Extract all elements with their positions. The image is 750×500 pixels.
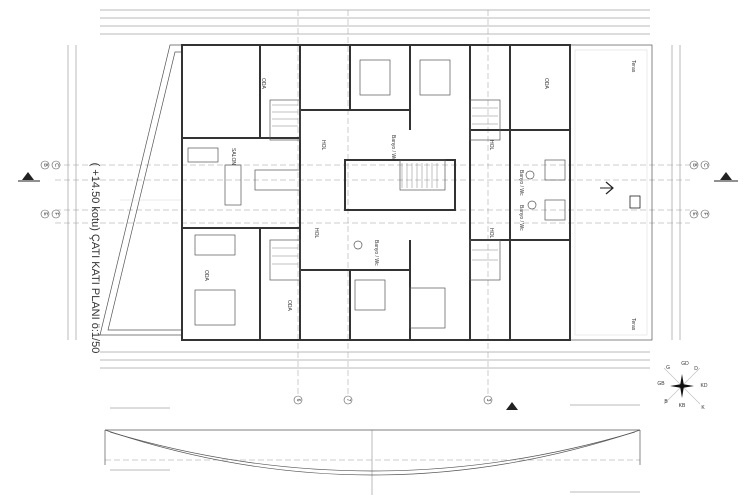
drawing-title: ( +14.50 kotu) ÇATI KATI PLANI ö:1/50 bbox=[89, 163, 101, 354]
svg-text:3: 3 bbox=[485, 399, 491, 402]
axis-bubbles-right: B C E F bbox=[689, 160, 738, 219]
room-label-hol: HOL bbox=[488, 140, 494, 151]
svg-text:Teras: Teras bbox=[630, 60, 636, 73]
svg-text:B: B bbox=[664, 399, 668, 405]
svg-text:F: F bbox=[702, 212, 708, 215]
room-label-oda: ODA bbox=[260, 78, 266, 90]
compass-rose-icon: K KD D GD G GB B KB bbox=[657, 361, 707, 411]
svg-text:Teras: Teras bbox=[630, 318, 636, 331]
stairs bbox=[272, 104, 498, 265]
entrance-arrow-icon bbox=[600, 181, 614, 195]
top-dimension-lines bbox=[100, 9, 650, 35]
svg-text:K: K bbox=[701, 405, 705, 411]
furniture bbox=[187, 59, 566, 329]
roof-section-arc bbox=[104, 404, 641, 495]
axis-bubbles-left: B C E F bbox=[18, 160, 61, 219]
svg-text:KD: KD bbox=[701, 383, 708, 389]
right-terrace: Teras Teras bbox=[569, 44, 653, 341]
left-terrace bbox=[99, 44, 183, 336]
room-label-hol: HOL bbox=[313, 228, 319, 239]
section-marker-icon bbox=[506, 402, 518, 410]
svg-text:E: E bbox=[691, 212, 697, 216]
outer-walls bbox=[181, 44, 571, 341]
axis-bubbles-bottom: 6 7 3 bbox=[293, 395, 518, 410]
room-label-oda: ODA bbox=[543, 78, 549, 90]
side-dimension-lines bbox=[67, 45, 681, 340]
svg-text:7: 7 bbox=[345, 399, 351, 402]
room-label-hol: HOL bbox=[488, 228, 494, 239]
svg-text:G: G bbox=[666, 365, 670, 371]
room-label-banyo: Banyo / Wc bbox=[390, 135, 396, 161]
room-label-oda: ODA bbox=[286, 300, 292, 312]
bottom-dimension-lines bbox=[100, 351, 650, 369]
room-label-oda: ODA bbox=[203, 270, 209, 282]
svg-text:E: E bbox=[42, 212, 48, 216]
room-label-banyo: Banyo / Wc bbox=[518, 205, 524, 231]
svg-text:GD: GD bbox=[681, 361, 689, 367]
svg-text:B: B bbox=[42, 163, 48, 167]
room-label-hol: HOL bbox=[320, 140, 326, 151]
section-marker-icon bbox=[22, 172, 34, 180]
svg-text:C: C bbox=[53, 163, 59, 167]
svg-text:B: B bbox=[691, 163, 697, 167]
svg-text:D: D bbox=[694, 366, 698, 372]
svg-text:C: C bbox=[702, 163, 708, 167]
section-marker-icon bbox=[720, 172, 732, 180]
room-labels: SALON ODA ODA ODA ODA Banyo / Wc Banyo /… bbox=[203, 78, 549, 312]
room-label-banyo: Banyo / Wc bbox=[373, 240, 379, 266]
axis-lines bbox=[55, 10, 690, 395]
svg-text:KB: KB bbox=[679, 403, 686, 409]
interior-walls bbox=[182, 45, 570, 340]
svg-text:F: F bbox=[53, 212, 59, 215]
room-label-banyo: Banyo / Wc bbox=[518, 170, 524, 196]
svg-text:6: 6 bbox=[295, 399, 301, 402]
svg-text:GB: GB bbox=[657, 381, 665, 387]
room-label-salon: SALON bbox=[230, 148, 236, 165]
